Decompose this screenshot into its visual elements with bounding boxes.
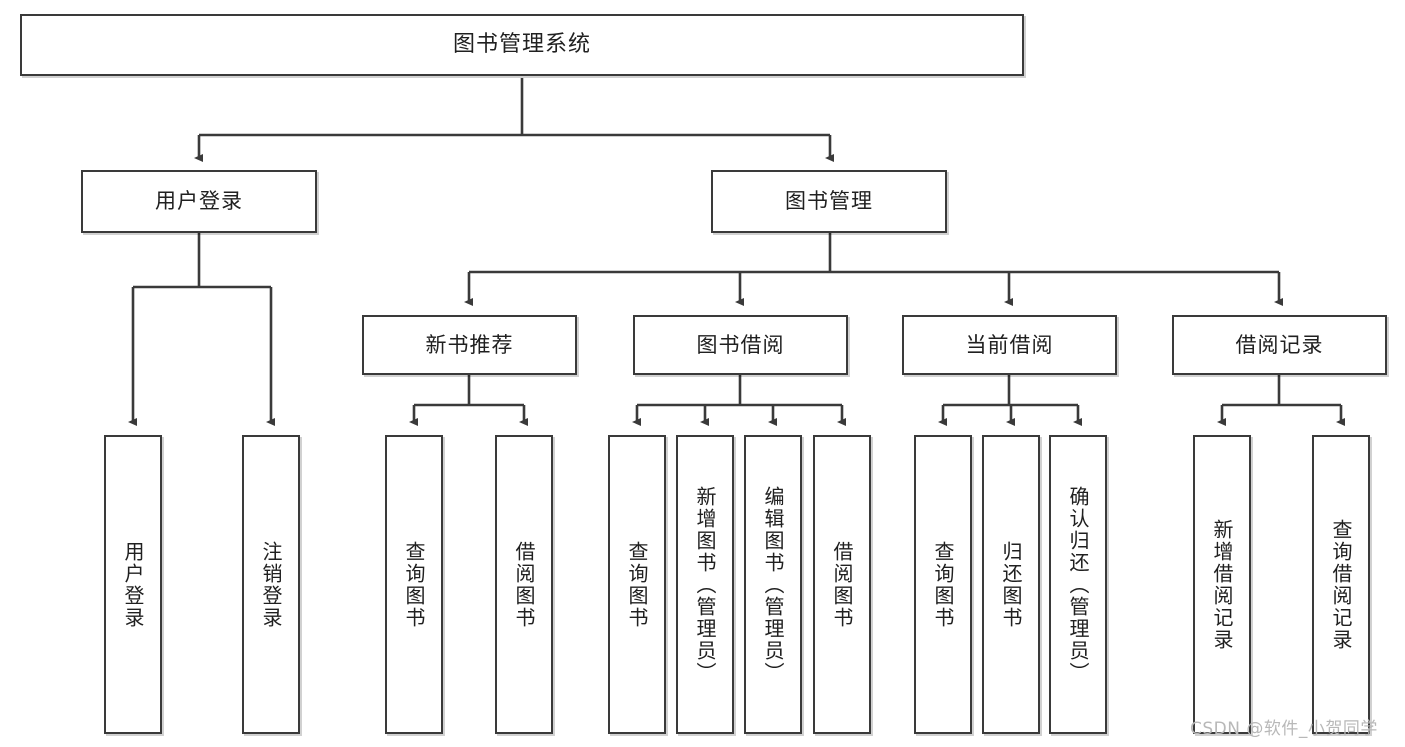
node-leaf-query-book-3[interactable]: 查询图书 xyxy=(914,435,972,734)
node-leaf-add-record-label: 新增借阅记录 xyxy=(1210,518,1234,651)
node-leaf-borrow-book-2[interactable]: 借阅图书 xyxy=(813,435,871,734)
node-borrow-record-label: 借阅记录 xyxy=(1235,332,1324,357)
node-leaf-user-login[interactable]: 用户登录 xyxy=(104,435,162,734)
node-leaf-borrow-book-2-label: 借阅图书 xyxy=(830,540,854,629)
node-leaf-query-book-1[interactable]: 查询图书 xyxy=(385,435,443,734)
node-user-login-label: 用户登录 xyxy=(155,189,243,214)
node-root-label: 图书管理系统 xyxy=(452,32,591,58)
node-book-borrow[interactable]: 图书借阅 xyxy=(633,315,848,375)
node-leaf-user-login-label: 用户登录 xyxy=(121,540,145,629)
node-new-book-recommend-label: 新书推荐 xyxy=(425,332,514,357)
node-leaf-query-book-3-label: 查询图书 xyxy=(931,540,955,629)
node-user-login[interactable]: 用户登录 xyxy=(81,170,317,233)
node-leaf-add-record[interactable]: 新增借阅记录 xyxy=(1193,435,1251,734)
node-leaf-edit-book[interactable]: 编辑图书（管理员） xyxy=(744,435,802,734)
node-book-borrow-label: 图书借阅 xyxy=(696,332,785,357)
node-leaf-borrow-book-1[interactable]: 借阅图书 xyxy=(495,435,553,734)
node-leaf-query-book-1-label: 查询图书 xyxy=(402,540,426,629)
node-current-borrow[interactable]: 当前借阅 xyxy=(902,315,1117,375)
node-leaf-logout-login[interactable]: 注销登录 xyxy=(242,435,300,734)
node-leaf-edit-book-label: 编辑图书（管理员） xyxy=(761,485,785,684)
node-new-book-recommend[interactable]: 新书推荐 xyxy=(362,315,577,375)
node-leaf-confirm-return-label: 确认归还（管理员） xyxy=(1066,485,1090,684)
node-leaf-query-book-2[interactable]: 查询图书 xyxy=(608,435,666,734)
node-leaf-query-record[interactable]: 查询借阅记录 xyxy=(1312,435,1370,734)
node-borrow-record[interactable]: 借阅记录 xyxy=(1172,315,1387,375)
node-root[interactable]: 图书管理系统 xyxy=(20,14,1024,76)
node-leaf-add-book[interactable]: 新增图书（管理员） xyxy=(676,435,734,734)
node-book-management[interactable]: 图书管理 xyxy=(711,170,947,233)
node-leaf-add-book-label: 新增图书（管理员） xyxy=(693,485,717,684)
node-leaf-return-book[interactable]: 归还图书 xyxy=(982,435,1040,734)
watermark-text: CSDN @软件_小贺同学 xyxy=(1190,719,1378,739)
node-leaf-confirm-return[interactable]: 确认归还（管理员） xyxy=(1049,435,1107,734)
node-leaf-query-record-label: 查询借阅记录 xyxy=(1329,518,1353,651)
node-leaf-logout-login-label: 注销登录 xyxy=(259,540,283,629)
node-current-borrow-label: 当前借阅 xyxy=(965,332,1054,357)
node-book-management-label: 图书管理 xyxy=(785,189,873,214)
node-leaf-return-book-label: 归还图书 xyxy=(999,540,1023,629)
node-leaf-borrow-book-1-label: 借阅图书 xyxy=(512,540,536,629)
node-leaf-query-book-2-label: 查询图书 xyxy=(625,540,649,629)
